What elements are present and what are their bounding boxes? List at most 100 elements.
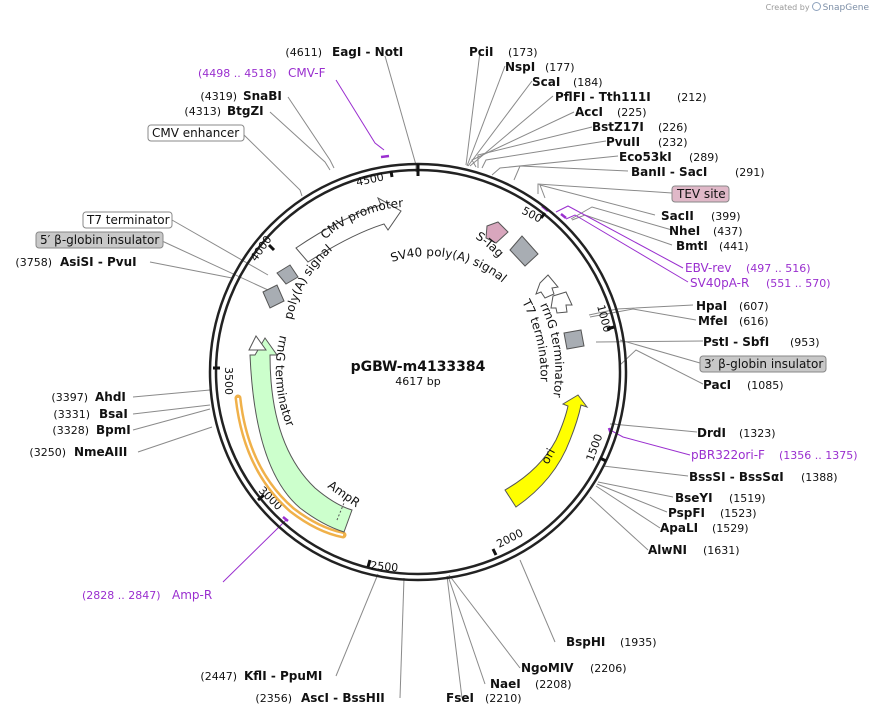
t7-terminator-block-left xyxy=(276,264,299,285)
tick-label-500: 500 xyxy=(520,204,545,225)
site-name-s33: PflFI - Tth111I xyxy=(555,90,651,104)
site-pos-s36: (173) xyxy=(508,46,538,59)
plasmid-length: 4617 bp xyxy=(395,375,440,388)
site-pos-s14: (1935) xyxy=(620,636,657,649)
primer-leader-pbr322 xyxy=(611,430,691,456)
primer-name-sv40par: SV40pA-R xyxy=(690,276,749,290)
site-name-s19: BssSI - BssSαI xyxy=(689,470,784,484)
site-pos-s1: (4611) xyxy=(285,46,322,59)
site-pos-s6: (3331) xyxy=(53,408,90,421)
site-name-s29: Eco53kI xyxy=(619,150,672,164)
leader-pciI xyxy=(465,51,481,166)
tick-label-4500: 4500 xyxy=(355,170,385,189)
leader-3bglob xyxy=(619,339,701,364)
leader-scaI xyxy=(467,80,533,167)
box-cmv-enhancer xyxy=(147,124,245,142)
leader-nheI xyxy=(570,206,673,231)
primer-leader-ampr xyxy=(222,519,287,583)
site-name-s6: BsaI xyxy=(99,407,128,421)
site-name-s10: AscI - BssHII xyxy=(301,691,385,705)
site-name-s4: AsiSI - PvuI xyxy=(60,255,137,269)
leader-apalI xyxy=(595,485,661,529)
leader-cmv-enhancer xyxy=(243,134,303,197)
site-pos-s2: (4319) xyxy=(200,90,237,103)
primer-range-ampr: (2828 .. 2847) xyxy=(82,589,161,602)
sv40-block xyxy=(509,235,539,267)
site-pos-s20: (1323) xyxy=(739,427,776,440)
tick-4000 xyxy=(267,243,276,252)
primer-name-ebvrev: EBV-rev xyxy=(685,261,731,275)
site-labels-right: PciI (173) NspI (177) ScaI (184) PflFI -… xyxy=(446,45,838,705)
primer-mark-sv40par xyxy=(560,213,567,219)
leader-pacI xyxy=(619,349,704,385)
primer-range-ebvrev: (497 .. 516) xyxy=(746,262,811,275)
site-pos-s35: (177) xyxy=(545,61,575,74)
tick-4500 xyxy=(389,170,394,178)
leader-kflI xyxy=(335,573,379,677)
leader-bmtI xyxy=(571,214,673,246)
features xyxy=(234,196,589,539)
site-pos-s19: (1388) xyxy=(801,471,838,484)
box-beta-globin-3 xyxy=(699,355,827,373)
site-name-s30: PvuII xyxy=(606,135,640,149)
site-name-s35: NspI xyxy=(505,60,535,74)
beta-globin-block-left xyxy=(262,284,285,309)
site-pos-s8: (3250) xyxy=(29,446,66,459)
primer-range-sv40par: (551 .. 570) xyxy=(766,277,831,290)
site-name-s27: SacII xyxy=(661,209,694,223)
site-name-s26: NheI xyxy=(669,224,700,238)
site-pos-s33: (212) xyxy=(677,91,707,104)
primer-name-ampr: Amp-R xyxy=(172,588,212,602)
leader-bseYI xyxy=(597,481,674,498)
tick-1500 xyxy=(599,456,607,463)
site-pos-s32: (225) xyxy=(617,106,647,119)
leader-bpmI xyxy=(132,408,211,431)
site-pos-s21: (1085) xyxy=(747,379,784,392)
rrng-arrow-left xyxy=(248,335,267,351)
primer-mark-ampr xyxy=(282,516,289,522)
tick-3000 xyxy=(257,493,265,502)
ori-arrow xyxy=(504,394,589,508)
leader-tevsite xyxy=(537,183,673,194)
site-name-s34: ScaI xyxy=(532,75,560,89)
box-t7-terminator xyxy=(82,211,173,229)
site-name-s32: AccI xyxy=(575,105,603,119)
box-beta-globin-5-label: 5′ β-globin insulator xyxy=(40,233,159,247)
primer-labels: (4498 .. 4518) CMV-F EBV-rev (497 .. 516… xyxy=(82,66,858,602)
rrng-arrow-right-1 xyxy=(535,274,559,299)
primer-name-pbr322: pBR322ori-F xyxy=(691,448,765,462)
box-cmv-enhancer-label: CMV enhancer xyxy=(152,126,239,140)
box-tev-site-label: TEV site xyxy=(676,187,726,201)
leader-snaBI xyxy=(287,96,335,169)
tick-2500 xyxy=(366,559,372,568)
tick-2000 xyxy=(491,548,498,556)
site-pos-s18: (1519) xyxy=(729,492,766,505)
leader-ahdI xyxy=(132,389,211,398)
site-pos-s17: (1523) xyxy=(720,507,757,520)
tick-label-1000: 1000 xyxy=(594,303,614,333)
label-ori: ori xyxy=(538,446,558,466)
stag-block xyxy=(485,221,509,244)
site-name-s2: SnaBI xyxy=(243,89,282,103)
site-pos-s11: (2210) xyxy=(485,692,522,705)
site-name-s15: AlwNI xyxy=(648,543,687,557)
primer-name-cmvf: CMV-F xyxy=(288,66,326,80)
tick-label-3500: 3500 xyxy=(222,367,235,395)
leader-5bglob xyxy=(161,240,269,291)
leader-eco53kI xyxy=(491,155,619,176)
leader-pstI xyxy=(595,340,704,343)
site-name-s28: BanII - SacI xyxy=(631,165,707,179)
site-name-s5: AhdI xyxy=(95,390,126,404)
site-pos-s28: (291) xyxy=(735,166,765,179)
ampr-arrow xyxy=(249,337,353,533)
site-name-s7: BpmI xyxy=(96,423,131,437)
site-name-s14: BspHI xyxy=(566,635,605,649)
site-name-s24: HpaI xyxy=(696,299,727,313)
site-pos-s10: (2356) xyxy=(255,692,292,705)
site-pos-s24: (607) xyxy=(739,300,769,313)
site-name-s9: KflI - PpuMI xyxy=(244,669,322,683)
leader-pspFI xyxy=(596,483,668,513)
leader-t7-term-left xyxy=(171,219,269,276)
